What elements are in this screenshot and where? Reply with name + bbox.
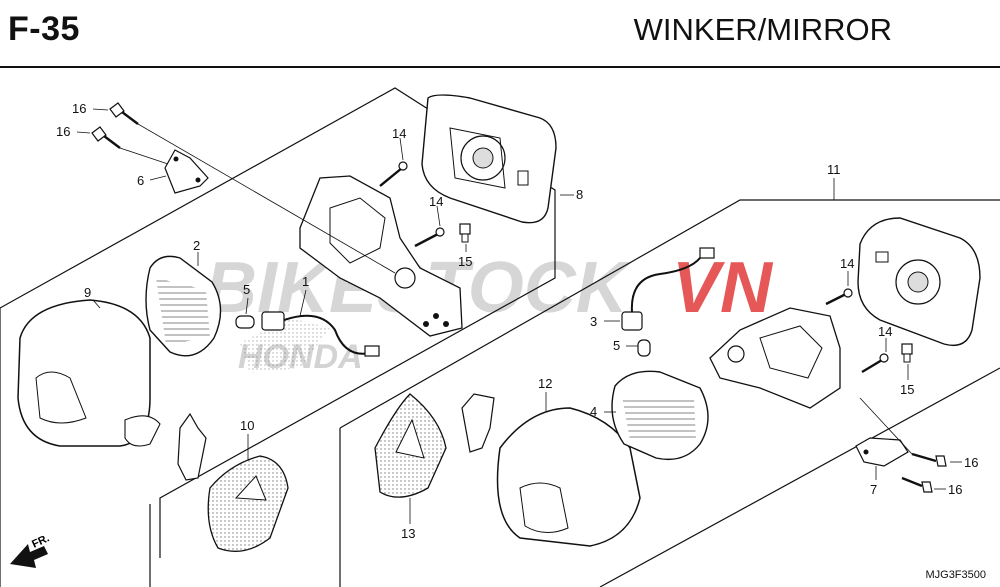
nut-15-right: [901, 343, 913, 363]
callout-3: 3: [590, 314, 597, 329]
callout-16: 16: [72, 101, 86, 116]
callout-labels: 16 16 6 2 5 1 9 10 14 14 15 8 11 3 5 4 1…: [56, 101, 978, 541]
winker-lens-right: [611, 370, 709, 461]
callout-13: 13: [401, 526, 415, 541]
callout-14: 14: [840, 256, 854, 271]
front-indicator: FR.: [10, 532, 51, 568]
callout-16: 16: [964, 455, 978, 470]
callout-1: 1: [302, 274, 309, 289]
bolt-14-left-a: [379, 161, 408, 187]
callout-8: 8: [576, 187, 583, 202]
callout-12: 12: [538, 376, 552, 391]
screw-16-left-b: [91, 126, 121, 149]
callout-14: 14: [878, 324, 892, 339]
callout-10: 10: [240, 418, 254, 433]
clip-left: [177, 412, 207, 481]
callout-14: 14: [392, 126, 406, 141]
mirror-bracket-left: [299, 175, 463, 337]
parts-diagram: BIKESTOCK VN HONDA: [0, 68, 1000, 587]
callout-4: 4: [590, 404, 597, 419]
screw-16-right-b: [901, 476, 933, 493]
clip-right: [461, 393, 495, 453]
callout-14: 14: [429, 194, 443, 209]
callout-15: 15: [458, 254, 472, 269]
bolt-14-left-b: [414, 227, 445, 248]
bulb-5-left: [235, 315, 255, 329]
page-header: F-35 WINKER/MIRROR: [0, 0, 1000, 66]
assembly-outline-right-lower: [599, 367, 1000, 587]
bracket-7: [855, 437, 909, 467]
callout-5: 5: [243, 282, 250, 297]
mirror-plate-left: [421, 94, 557, 224]
screw-16-left-a: [109, 102, 139, 125]
parts-diagram-svg: BIKESTOCK VN HONDA: [0, 87, 1000, 587]
shade-area: [240, 318, 330, 373]
callout-5: 5: [613, 338, 620, 353]
callout-leaders: [76, 108, 962, 524]
callout-6: 6: [137, 173, 144, 188]
socket-1-left: [261, 311, 380, 357]
assembly-outline-right: [339, 199, 1000, 429]
bulb-5-right: [637, 339, 651, 357]
callout-9: 9: [84, 285, 91, 300]
callout-16: 16: [56, 124, 70, 139]
mirror-bracket-right: [709, 307, 841, 409]
garnish-10: [207, 455, 289, 552]
page-code: F-35: [8, 10, 80, 48]
callout-11: 11: [827, 162, 841, 177]
front-indicator-label: FR.: [30, 532, 51, 550]
mirror-cover-left: [17, 299, 161, 447]
callout-2: 2: [193, 238, 200, 253]
callout-16: 16: [948, 482, 962, 497]
screw-16-right-a: [911, 452, 947, 467]
page-title: WINKER/MIRROR: [633, 12, 892, 47]
bracket-6: [164, 149, 209, 194]
bolt-14-right-a: [825, 288, 853, 306]
bolt-14-right-b: [861, 353, 889, 374]
mirror-cover-right: [496, 407, 641, 547]
watermark-text-b: VN: [672, 248, 774, 328]
assembly-outline-left: [0, 87, 556, 558]
leader-line: [859, 397, 913, 455]
winker-lens-left: [145, 255, 222, 357]
callout-15: 15: [900, 382, 914, 397]
socket-3-right: [621, 247, 715, 331]
header-rule: [0, 66, 1000, 68]
nut-15-left: [459, 223, 471, 243]
callout-7: 7: [870, 482, 877, 497]
garnish-13: [374, 393, 447, 498]
mirror-plate-right: [857, 217, 981, 347]
diagram-ref-code: MJG3F3500: [925, 569, 986, 581]
leader-line: [137, 123, 396, 274]
